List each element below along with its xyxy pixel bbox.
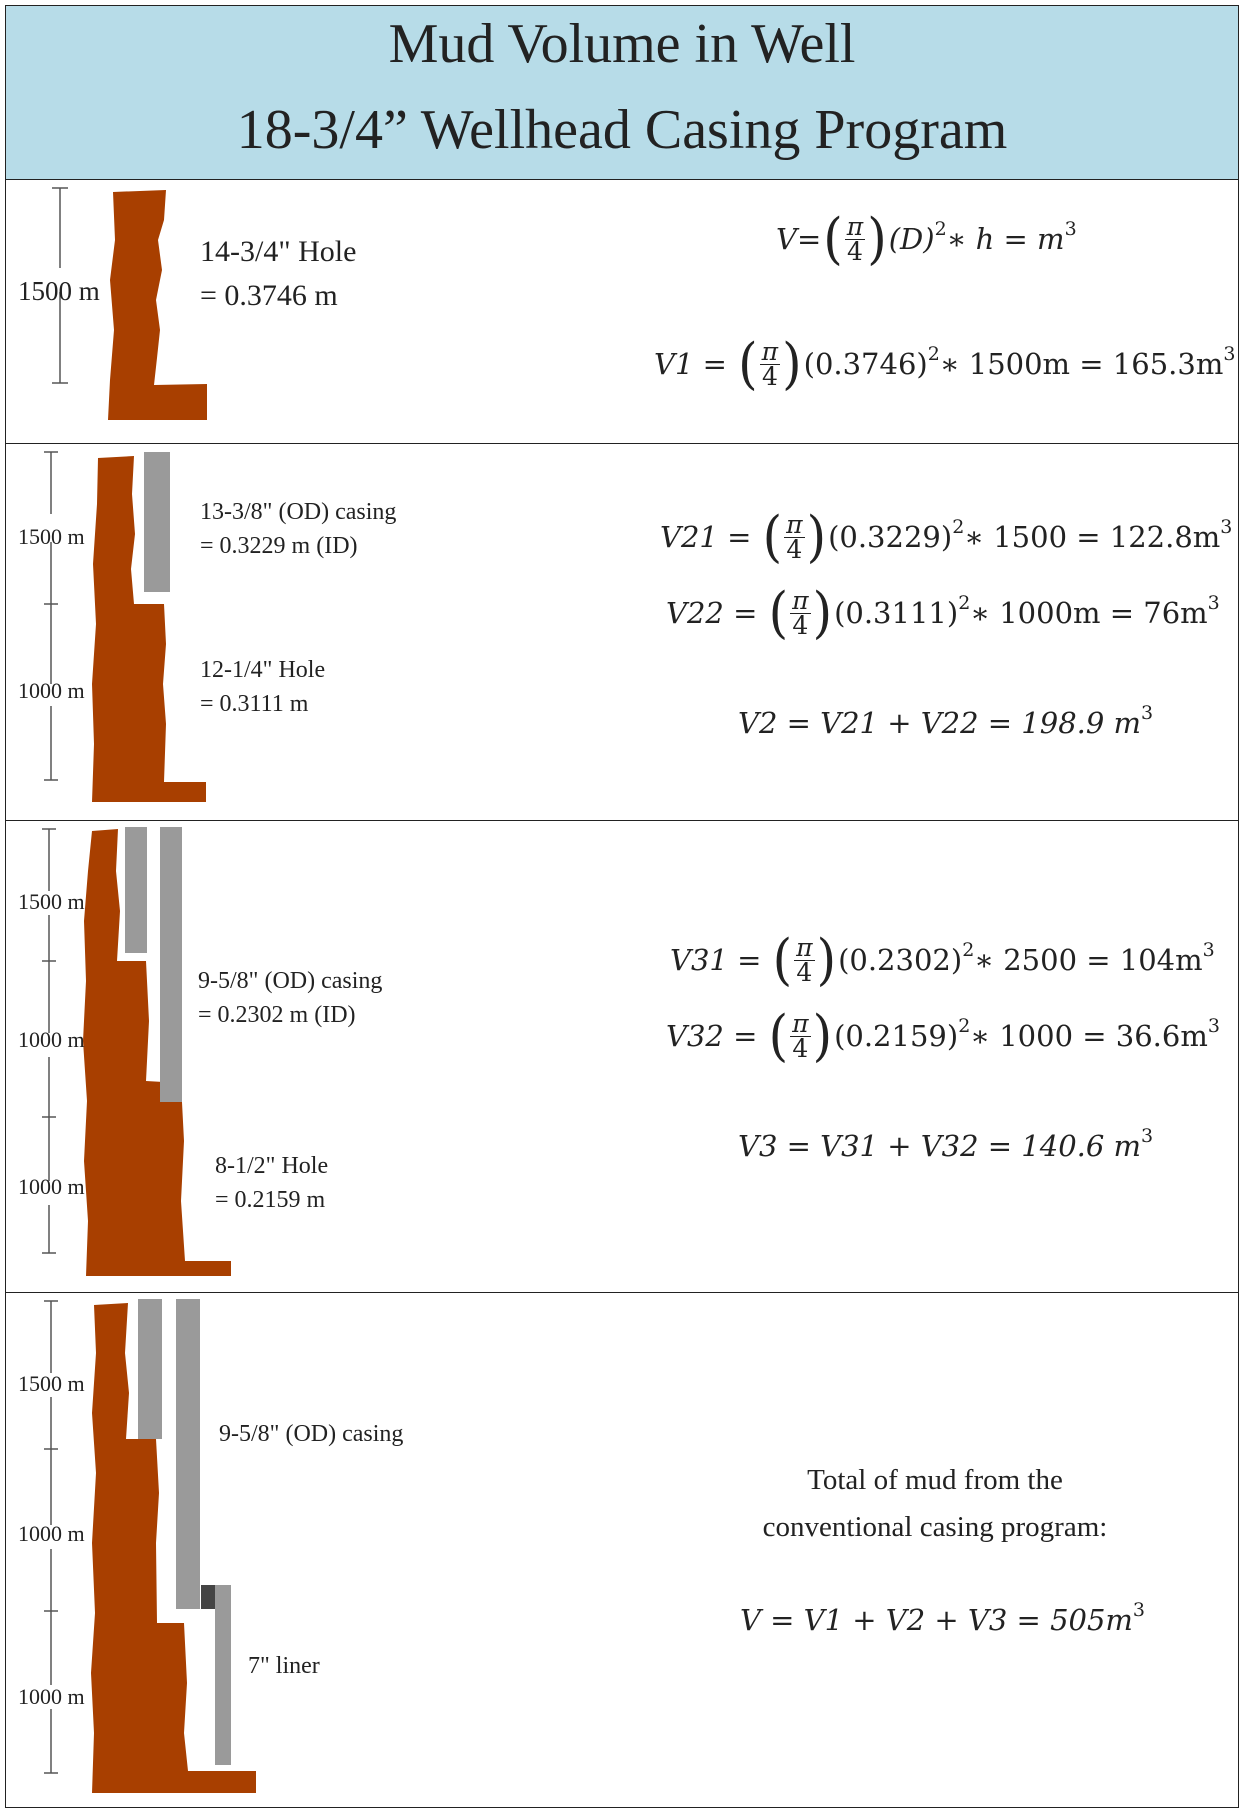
panel4-depth-label-1: 1500 m — [18, 1371, 85, 1396]
panel3-hole-size: 8-1/2" Hole — [215, 1153, 329, 1179]
panel-divider — [6, 1292, 1238, 1293]
panel4-liner-label: 7" liner — [248, 1649, 320, 1683]
panel2-hole-label: 12-1/4" Hole = 0.3111 m — [200, 653, 325, 721]
panel2-casing-label: 13-3/8" (OD) casing = 0.3229 m (ID) — [200, 495, 396, 563]
panel3-well-diagram — [42, 827, 231, 1276]
title-line-1: Mud Volume in Well — [388, 13, 856, 75]
total-caption-line-1: Total of mud from the — [807, 1464, 1063, 1496]
panel2-casing-size: 13-3/8" (OD) casing — [200, 499, 397, 525]
panel2-depth-label-1: 1500 m — [18, 524, 85, 549]
panel2-formation — [92, 456, 206, 802]
panel3-casing-outer — [125, 827, 147, 953]
panel2-depth-label-2: 1000 m — [18, 678, 85, 703]
panel-divider — [6, 443, 1238, 444]
panel2-casing-id: = 0.3229 m (ID) — [200, 533, 358, 559]
panel2-well-diagram — [44, 451, 206, 802]
figure-frame — [5, 5, 1239, 1808]
panel4-formation — [91, 1303, 256, 1793]
panel3-depth-label-2: 1000 m — [18, 1027, 85, 1052]
panel2-casing — [144, 452, 170, 592]
panel4-depth-label-3: 1000 m — [18, 1684, 85, 1709]
panel1-hole-value: = 0.3746 m — [200, 279, 338, 312]
panel3-casing-id: = 0.2302 m (ID) — [198, 1002, 356, 1028]
total-mud-caption: Total of mud from the conventional casin… — [720, 1457, 1150, 1551]
panel4-liner-size: 7" liner — [248, 1653, 320, 1679]
panel3-casing-inner — [160, 827, 182, 1102]
panel4-casing-label: 9-5/8" (OD) casing — [219, 1417, 403, 1451]
panel3-casing-label: 9-5/8" (OD) casing = 0.2302 m (ID) — [198, 964, 382, 1032]
panel2-hole-value: = 0.3111 m — [200, 691, 309, 717]
panel4-casing-size: 9-5/8" (OD) casing — [219, 1421, 404, 1447]
panel4-casing-outer — [138, 1299, 162, 1439]
panel4-depth-label-2: 1000 m — [18, 1521, 85, 1546]
panel3-hole-label: 8-1/2" Hole = 0.2159 m — [215, 1149, 328, 1217]
panel4-liner — [215, 1585, 231, 1765]
panel1-formation — [108, 190, 207, 420]
panel1-hole-label: 14-3/4" Hole = 0.3746 m — [200, 230, 356, 318]
total-caption-line-2: conventional casing program: — [762, 1511, 1108, 1543]
panel3-depth-label-1: 1500 m — [18, 889, 85, 914]
panel3-hole-value: = 0.2159 m — [215, 1187, 326, 1213]
panel1-well-diagram — [52, 187, 207, 420]
title-banner: Mud Volume in Well 18-3/4” Wellhead Casi… — [6, 6, 1238, 180]
panel2-hole-size: 12-1/4" Hole — [200, 657, 326, 683]
panel3-formation — [83, 829, 231, 1276]
panel1-hole-size: 14-3/4" Hole — [200, 235, 357, 268]
panel4-well-diagram — [44, 1299, 256, 1793]
panel3-depth-label-3: 1000 m — [18, 1174, 85, 1199]
panel-divider — [6, 820, 1238, 821]
title-line-2: 18-3/4” Wellhead Casing Program — [236, 99, 1008, 161]
panel4-liner-hanger — [201, 1585, 215, 1609]
panel3-casing-size: 9-5/8" (OD) casing — [198, 968, 383, 994]
panel1-depth-label: 1500 m — [18, 276, 100, 306]
panel4-casing-inner — [176, 1299, 200, 1609]
